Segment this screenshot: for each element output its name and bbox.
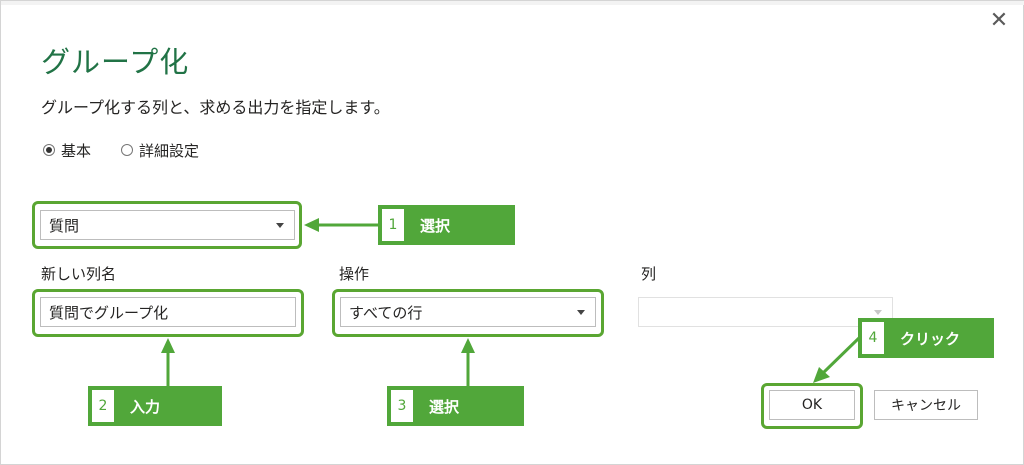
arrow-2-head <box>161 338 175 353</box>
highlight-new-column <box>32 289 304 337</box>
callout-3-text: 選択 <box>429 397 460 416</box>
chevron-down-icon <box>577 310 585 315</box>
new-column-label: 新しい列名 <box>41 265 117 283</box>
radio-unchecked-icon[interactable] <box>121 144 133 156</box>
callout-2-number: 2 <box>92 390 114 422</box>
arrow-3-head <box>461 338 475 353</box>
radio-advanced-label: 詳細設定 <box>139 141 200 160</box>
highlight-operation <box>332 289 604 337</box>
callout-3: 3 選択 <box>387 386 524 426</box>
callout-4-number: 4 <box>862 322 884 354</box>
arrow-4-head <box>813 367 830 383</box>
close-icon[interactable]: ✕ <box>989 8 1009 33</box>
group-by-value: 質問 <box>49 216 80 235</box>
radio-basic-label: 基本 <box>61 141 92 160</box>
group-by-select[interactable]: 質問 <box>40 210 295 240</box>
callout-1-number: 1 <box>382 209 404 241</box>
radio-checked-icon[interactable] <box>43 144 55 156</box>
title-bar-strip <box>1 1 1024 5</box>
column-label: 列 <box>641 265 657 283</box>
operation-label: 操作 <box>339 265 370 283</box>
dialog-title: グループ化 <box>41 45 190 79</box>
callout-3-number: 3 <box>391 390 413 422</box>
callout-4-text: クリック <box>900 329 961 348</box>
radio-basic[interactable]: 基本 <box>43 140 91 160</box>
chevron-down-icon <box>276 223 284 228</box>
callout-2: 2 入力 <box>88 386 222 426</box>
ok-button[interactable]: OK <box>769 390 855 420</box>
new-column-name-input[interactable]: 質問でグループ化 <box>40 297 296 327</box>
operation-value: すべての行 <box>349 303 423 322</box>
callout-1-text: 選択 <box>420 216 451 235</box>
arrow-1-head <box>304 218 319 232</box>
operation-select[interactable]: すべての行 <box>340 297 596 327</box>
radio-advanced[interactable]: 詳細設定 <box>121 140 199 160</box>
dialog-description: グループ化する列と、求める出力を指定します。 <box>41 98 390 117</box>
callout-1: 1 選択 <box>378 205 515 245</box>
callout-4: 4 クリック <box>858 318 994 358</box>
callout-2-text: 入力 <box>130 397 161 416</box>
highlight-group-by <box>32 201 302 249</box>
chevron-down-icon <box>874 310 882 315</box>
column-select <box>638 297 893 327</box>
cancel-button[interactable]: キャンセル <box>874 390 978 420</box>
new-column-name-value: 質問でグループ化 <box>49 303 169 322</box>
arrow-4-line <box>821 336 861 375</box>
highlight-ok <box>761 383 863 429</box>
